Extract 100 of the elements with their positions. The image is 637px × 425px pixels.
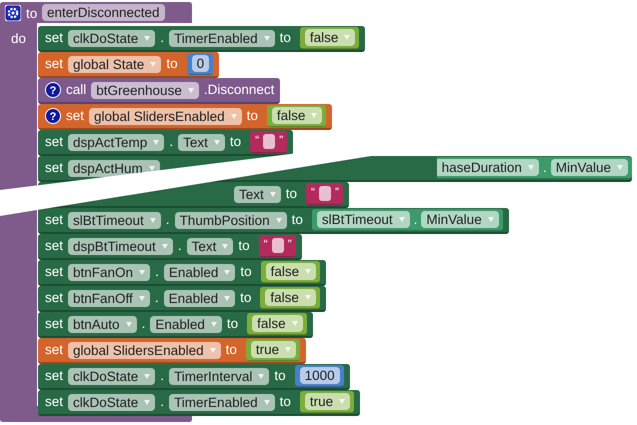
block-keyword: to [226, 316, 238, 332]
quote-mark: ” [279, 134, 284, 146]
block-keyword: set [45, 368, 64, 384]
block-keyword: to [166, 56, 178, 72]
block-keyword: to [280, 394, 291, 410]
block-keyword: . [142, 316, 146, 332]
help-icon: ? [45, 82, 61, 98]
dropdown-field: false [252, 315, 303, 332]
block-keyword: set [45, 56, 64, 72]
dropdown-field: false [266, 263, 316, 280]
block-keyword: set [45, 264, 64, 280]
dropdown-field: global SlidersEnabled [89, 108, 242, 124]
number-field: enterDisconnected [42, 4, 165, 21]
dropdown-field: haseDuration [436, 159, 539, 176]
boolean-block [266, 105, 326, 127]
dropdown-field: dspActTemp [68, 134, 164, 150]
block-keyword: to [240, 264, 252, 280]
boolean-block [300, 27, 360, 49]
dropdown-field: Text [234, 186, 281, 202]
dropdown-field: true [304, 393, 350, 410]
block-keyword: set [45, 134, 64, 150]
block-keyword: to [240, 290, 252, 306]
block-keyword: . [154, 290, 159, 306]
dropdown-field: false [272, 107, 322, 124]
block-keyword: . [155, 264, 159, 280]
help-icon: ? [45, 108, 61, 124]
block-keyword: set [45, 290, 64, 306]
block-keyword: . [160, 30, 164, 46]
block-keyword: to [274, 368, 286, 384]
variable-setter-block [38, 104, 332, 130]
setter-block [38, 234, 302, 260]
boolean-block [260, 261, 320, 283]
dropdown-field: Enabled [164, 290, 236, 306]
variable-setter-block [38, 338, 306, 364]
block-keyword: . [414, 212, 418, 228]
block-keyword: to [246, 108, 258, 124]
dropdown-field: MinValue [550, 159, 628, 176]
block-keyword: set [45, 212, 64, 228]
block-keyword: set [45, 238, 64, 254]
quote-mark: ” [335, 186, 340, 198]
block-keyword: set [45, 316, 64, 332]
number-field: 0 [192, 55, 210, 72]
setter-block [38, 390, 360, 416]
dropdown-field: clkDoState [68, 368, 156, 384]
dropdown-field: false [265, 289, 316, 306]
text-string-block [250, 131, 288, 153]
dropdown-field: slBtTimeout [316, 211, 410, 228]
block-keyword: to [238, 238, 250, 254]
number-block [294, 365, 344, 387]
setter-block [38, 130, 294, 156]
setter-block [38, 312, 313, 338]
block-keyword: set [45, 394, 64, 410]
setter-block [38, 26, 366, 52]
block-keyword: set [66, 108, 84, 124]
setter-block [38, 286, 326, 312]
block-keyword: . [178, 238, 182, 254]
dropdown-field: clkDoState [68, 394, 156, 410]
dropdown-field: false [304, 29, 356, 46]
dropdown-field: global SlidersEnabled [68, 342, 221, 358]
block-keyword: to [292, 212, 303, 228]
variable-setter-block [38, 52, 220, 78]
property-getter-block [436, 157, 632, 179]
method-call-block [38, 78, 280, 104]
block-keyword: do [11, 31, 26, 47]
dropdown-field: btnFanOff [68, 290, 150, 306]
block-keyword: .Disconnect [204, 82, 274, 98]
dropdown-field: TimerEnabled [169, 394, 275, 410]
block-keyword: set [45, 160, 64, 176]
boolean-block [260, 287, 320, 309]
dropdown-field: slBtTimeout [68, 212, 161, 228]
dropdown-field: TimerEnabled [169, 30, 275, 46]
block-keyword: to [280, 30, 291, 46]
dropdown-field: dspBtTimeout [68, 238, 173, 254]
quote-mark: “ [311, 186, 316, 198]
block-keyword: set [45, 342, 64, 358]
block-keyword: to [226, 342, 237, 358]
block-keyword: set [45, 30, 64, 46]
setter-block [38, 208, 509, 234]
setter-block [38, 364, 350, 390]
quote-mark: “ [264, 238, 268, 250]
text-string-block [306, 183, 344, 205]
dropdown-field: Text [186, 238, 234, 254]
property-getter-block [312, 209, 503, 231]
block-keyword: . [160, 394, 164, 410]
text-string-block [258, 235, 296, 257]
setter-block [38, 260, 326, 286]
dropdown-field: TimerInterval [169, 368, 270, 384]
block-keyword: call [66, 82, 86, 98]
block-keyword: to [286, 186, 298, 202]
boolean-block [247, 313, 307, 335]
block-keyword: . [542, 160, 547, 176]
dropdown-field: true [250, 341, 296, 358]
number-block [186, 53, 214, 75]
dropdown-field: clkDoState [68, 30, 156, 46]
dropdown-field: Text [178, 134, 225, 150]
block-keyword: . [169, 134, 174, 150]
block-keyword: to [230, 134, 242, 150]
dropdown-field: global State [68, 56, 162, 72]
block-keyword: to [26, 6, 38, 22]
boolean-block [300, 391, 354, 413]
